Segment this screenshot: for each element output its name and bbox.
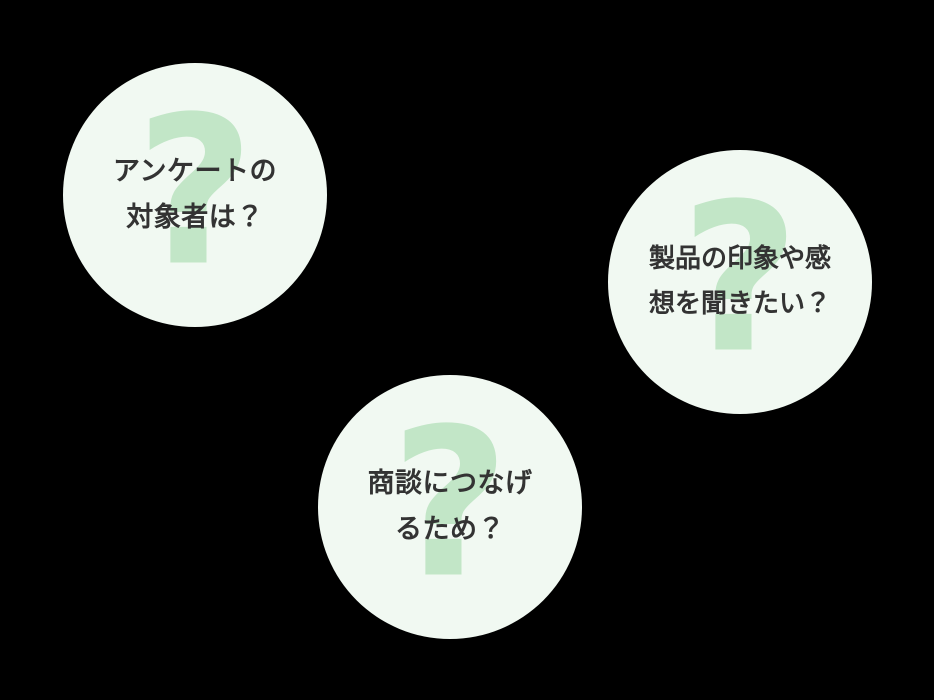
question-bubble-business-negotiation[interactable]: ? 商談につなげ るため？	[318, 375, 582, 639]
question-bubble-survey-target[interactable]: ? アンケートの 対象者は？	[63, 63, 327, 327]
question-bubble-label: アンケートの 対象者は？	[113, 155, 277, 233]
question-bubble-product-impression[interactable]: ? 製品の印象や感 想を聞きたい？	[608, 150, 872, 414]
question-bubble-label: 商談につなげ るため？	[367, 467, 533, 545]
question-bubble-label: 製品の印象や感 想を聞きたい？	[648, 244, 831, 319]
